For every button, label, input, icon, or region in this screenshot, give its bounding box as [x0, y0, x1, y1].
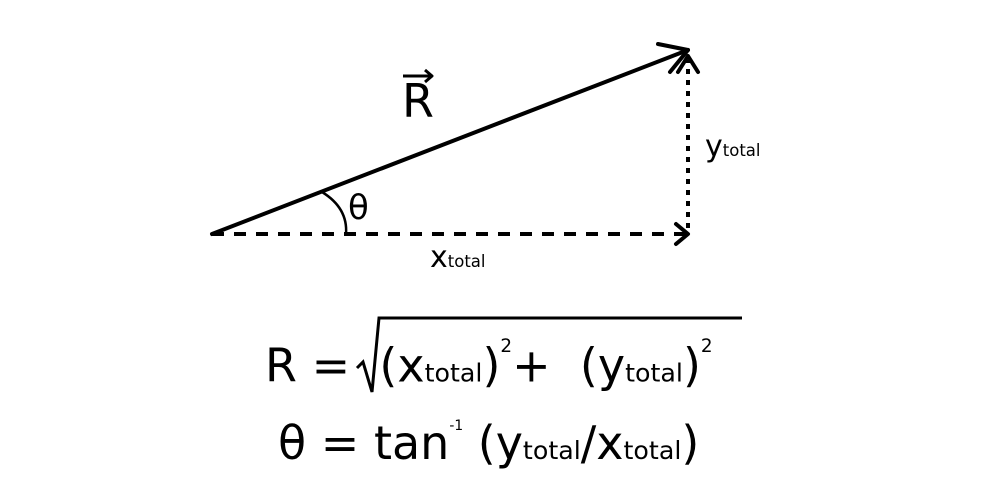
vector-overarrow-head [424, 68, 434, 84]
angle-y-sub: total [522, 436, 581, 465]
angle-open-paren: ( [477, 416, 496, 470]
tan-function: tan [373, 416, 450, 470]
angle-lhs: θ [278, 416, 307, 470]
y-sub: total [625, 358, 683, 388]
resultant-vector-arrowhead [656, 42, 690, 74]
resultant-label: R [402, 74, 434, 128]
close-paren-2: ) [682, 338, 701, 393]
close-paren-1: ) [482, 338, 501, 393]
x-component-sub: total [447, 252, 486, 271]
angle-equals: = [320, 416, 360, 470]
y-component-var: y [705, 129, 723, 164]
x-var: x [397, 338, 425, 393]
angle-y-var: y [495, 416, 523, 470]
angle-label: θ [348, 188, 369, 228]
angle-equation: θ = tan-1 (ytotal/xtotal) [278, 418, 699, 466]
plus-sign: + [512, 338, 551, 393]
y-component-label: ytotal [705, 132, 761, 162]
x-component-label: xtotal [430, 243, 486, 273]
x-component-var: x [430, 240, 448, 275]
sqrt-sign [355, 316, 742, 393]
magnitude-lhs: R [265, 338, 297, 393]
exp-2: 2 [700, 336, 713, 357]
resultant-vector-line [210, 48, 690, 236]
y-component-arrowhead [676, 54, 700, 74]
y-component-sub: total [722, 141, 761, 160]
x-component-arrowhead [674, 222, 690, 246]
tan-exponent: -1 [449, 418, 464, 435]
x-sub: total [424, 358, 483, 388]
angle-arc [321, 190, 348, 235]
angle-slash: / [580, 416, 597, 470]
magnitude-equals: = [311, 338, 351, 393]
y-var: y [597, 338, 626, 393]
exp-1: 2 [500, 336, 513, 357]
angle-x-sub: total [623, 436, 682, 465]
open-paren-2: ( [579, 338, 598, 393]
magnitude-equation: R = (xtotal)2+ (ytotal)2 [265, 336, 713, 388]
angle-close-paren: ) [681, 416, 700, 470]
angle-x-var: x [596, 416, 624, 470]
open-paren-1: ( [379, 338, 398, 393]
